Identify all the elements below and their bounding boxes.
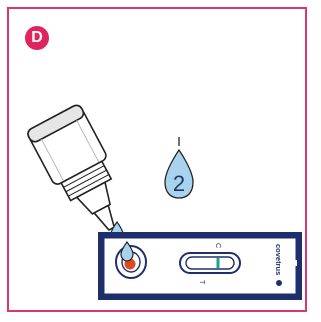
test-line-label: T <box>198 280 205 285</box>
test-cassette: T C covetrus <box>100 234 300 298</box>
control-line-label: C <box>214 243 221 248</box>
drop-count: 2 <box>173 171 185 196</box>
brand-logo-icon <box>276 280 282 286</box>
brand-text: covetrus <box>274 244 283 275</box>
dropper-bottle <box>26 103 138 242</box>
drop-count-icon: 2 <box>165 137 193 198</box>
